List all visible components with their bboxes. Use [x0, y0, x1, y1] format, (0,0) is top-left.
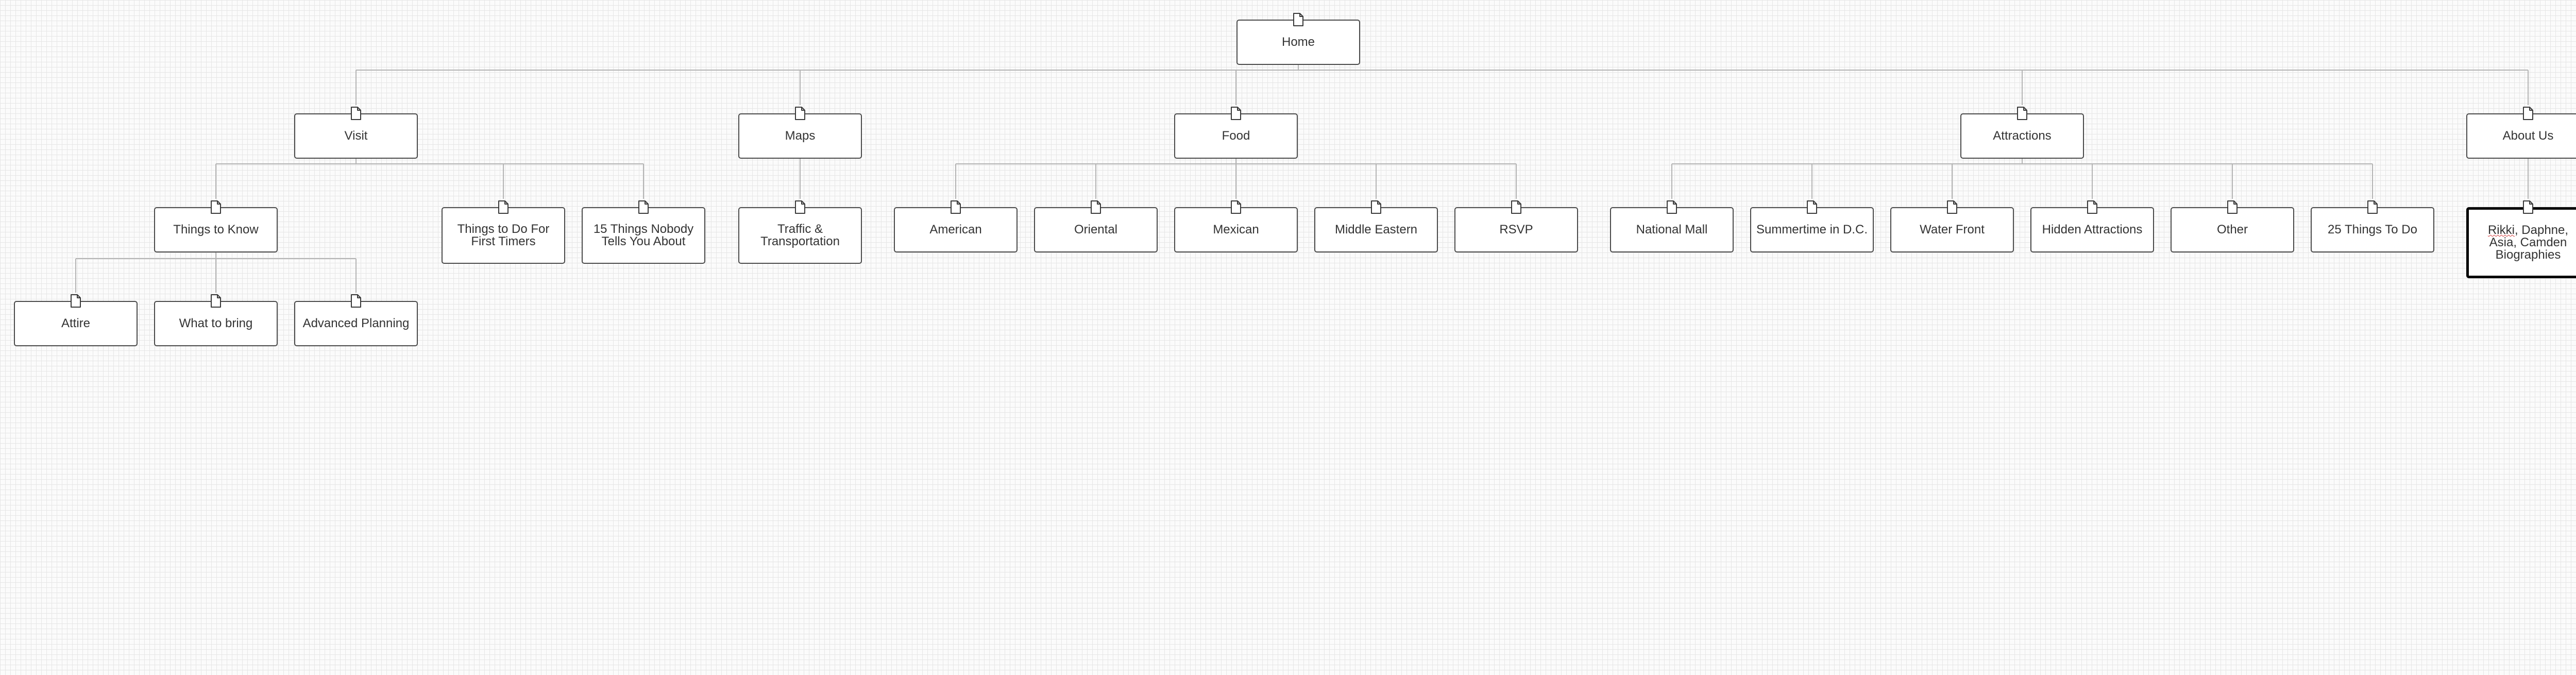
node-label: 15 Things Nobody Tells You About [593, 222, 694, 248]
page-icon [1293, 13, 1303, 26]
node-label: Attire [61, 316, 90, 330]
node-what-to-bring[interactable]: What to bring [154, 301, 278, 346]
page-icon [1947, 200, 1957, 214]
node-25-things-to-do[interactable]: 25 Things To Do [2311, 207, 2434, 252]
node-label: American [929, 223, 982, 237]
page-icon [1511, 200, 1521, 214]
node-attractions[interactable]: Attractions [1960, 113, 2084, 159]
node-oriental[interactable]: Oriental [1034, 207, 1158, 252]
node-visit[interactable]: Visit [294, 113, 418, 159]
page-icon [2227, 200, 2238, 214]
page-icon [795, 200, 805, 214]
page-icon [2087, 200, 2097, 214]
node-label: Middle Eastern [1334, 223, 1418, 237]
page-icon [2523, 200, 2533, 214]
page-icon [1667, 200, 1677, 214]
page-icon [1807, 200, 1817, 214]
node-label: Advanced Planning [302, 316, 410, 330]
node-label: 25 Things To Do [2328, 223, 2417, 237]
node-label: About Us [2502, 129, 2554, 143]
node-biographies[interactable]: Rikki, Daphne, Asia, Camden Biographies [2466, 207, 2576, 278]
node-rsvp[interactable]: RSVP [1454, 207, 1578, 252]
node-other[interactable]: Other [2171, 207, 2294, 252]
page-icon [71, 294, 81, 308]
node-label: Home [1281, 35, 1315, 49]
node-label: Traffic & Transportation [760, 222, 840, 248]
node-15-things-nobody-tells[interactable]: 15 Things Nobody Tells You About [582, 207, 705, 264]
node-label: Attractions [1993, 129, 2052, 143]
node-label: Food [1222, 129, 1250, 143]
page-icon [1371, 200, 1381, 214]
page-icon [2523, 107, 2533, 120]
node-label: RSVP [1499, 223, 1533, 237]
page-icon [211, 200, 221, 214]
node-label: Visit [344, 129, 368, 143]
node-label: Rikki, Daphne, Asia, Camden Biographies [2487, 223, 2569, 262]
page-icon [951, 200, 961, 214]
node-things-to-know[interactable]: Things to Know [154, 207, 278, 252]
page-icon [498, 200, 509, 214]
node-home[interactable]: Home [1236, 20, 1360, 65]
node-label: National Mall [1636, 223, 1708, 237]
page-icon [1231, 107, 1241, 120]
page-icon [638, 200, 649, 214]
page-icon [2017, 107, 2027, 120]
node-label: Hidden Attractions [2042, 223, 2143, 237]
node-advanced-planning[interactable]: Advanced Planning [294, 301, 418, 346]
page-icon [1091, 200, 1101, 214]
node-water-front[interactable]: Water Front [1890, 207, 2014, 252]
page-icon [351, 107, 361, 120]
page-icon [1231, 200, 1241, 214]
node-label: Things to Do For First Timers [457, 222, 550, 248]
node-things-to-do-first-timers[interactable]: Things to Do For First Timers [442, 207, 565, 264]
node-label: Other [2216, 223, 2248, 237]
node-label: Oriental [1074, 223, 1118, 237]
node-label: Things to Know [173, 223, 259, 237]
node-label: Mexican [1213, 223, 1259, 237]
node-label: Maps [785, 129, 816, 143]
node-summertime-dc[interactable]: Summertime in D.C. [1750, 207, 1874, 252]
node-about-us[interactable]: About Us [2466, 113, 2576, 159]
page-icon [211, 294, 221, 308]
page-icon [795, 107, 805, 120]
node-middle-eastern[interactable]: Middle Eastern [1314, 207, 1438, 252]
node-label: Water Front [1920, 223, 1985, 237]
node-label: What to bring [179, 316, 253, 330]
node-traffic-transportation[interactable]: Traffic & Transportation [738, 207, 862, 264]
page-icon [351, 294, 361, 308]
node-label: Summertime in D.C. [1756, 223, 1868, 237]
node-hidden-attractions[interactable]: Hidden Attractions [2030, 207, 2154, 252]
page-icon [2367, 200, 2378, 214]
node-maps[interactable]: Maps [738, 113, 862, 159]
